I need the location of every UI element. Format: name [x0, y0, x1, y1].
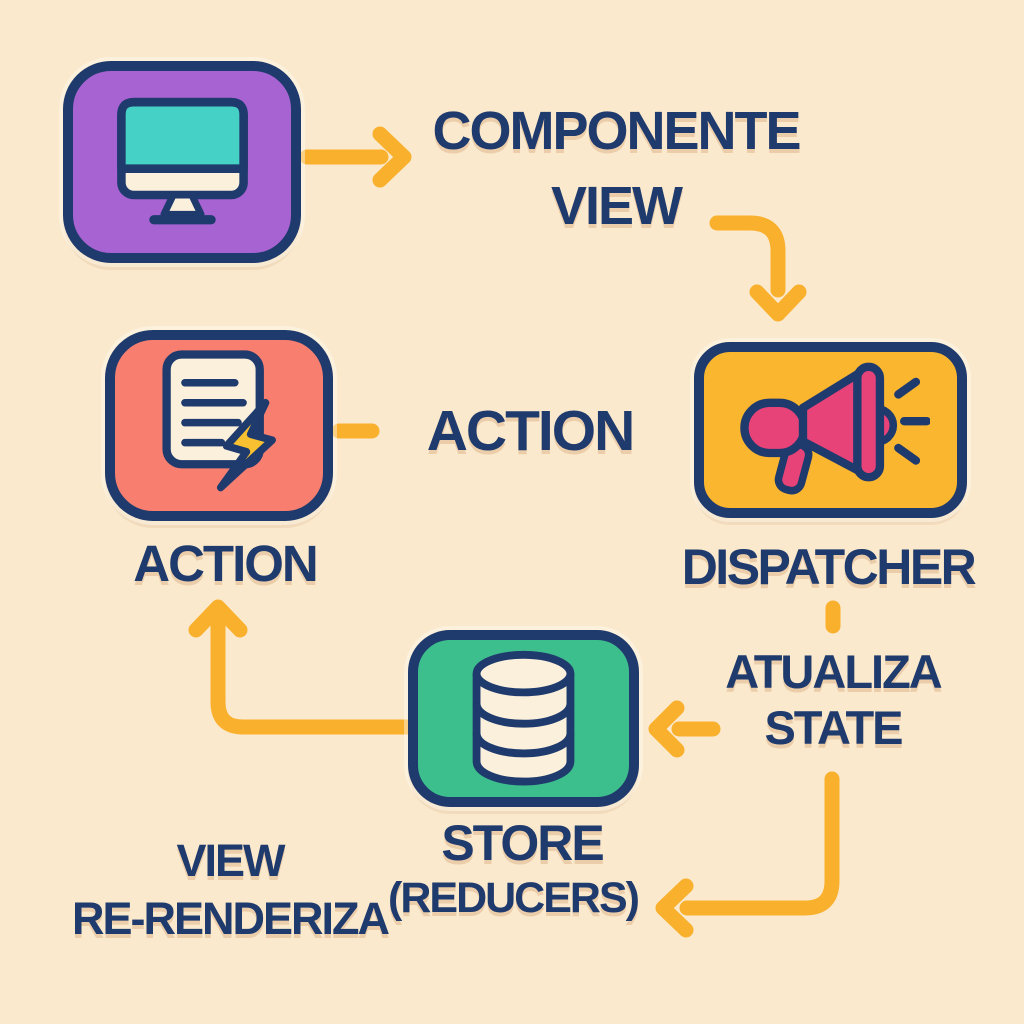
label-view-rerenderiza-line2: RE-RENDERIZA	[71, 892, 390, 944]
label-store: STORE	[441, 815, 604, 871]
label-componente-view-line2: VIEW	[550, 175, 683, 236]
database-icon	[472, 650, 575, 786]
node-view-box	[63, 61, 301, 263]
arrow-store-to-action	[188, 599, 417, 735]
node-action-box	[105, 330, 333, 521]
label-atualiza-state-line2: STATE	[764, 701, 903, 755]
arrow-view-box-to-componente	[299, 126, 412, 188]
arrow-atualiza-to-rerenderiza	[655, 771, 840, 938]
label-view-rerenderiza-line1: VIEW	[176, 835, 285, 886]
label-action-flow: ACTION	[426, 399, 635, 463]
label-atualiza-state-line1: ATUALIZA	[725, 645, 942, 698]
node-store-box	[408, 630, 639, 807]
document-bolt-icon	[162, 349, 276, 491]
label-componente-view: COMPONENTE VIEW	[400, 94, 832, 243]
node-dispatcher-box	[694, 342, 967, 518]
label-view-rerenderiza: VIEW RE-RENDERIZA	[30, 832, 430, 947]
label-atualiza-state: ATUALIZA STATE	[683, 644, 983, 757]
label-store-reducers: (REDUCERS)	[388, 874, 640, 922]
monitor-icon	[116, 97, 248, 224]
megaphone-icon	[739, 362, 930, 495]
label-componente-view-line1: COMPONENTE	[432, 101, 801, 161]
label-action-node: ACTION	[133, 535, 318, 592]
label-dispatcher: DISPATCHER	[681, 539, 977, 595]
